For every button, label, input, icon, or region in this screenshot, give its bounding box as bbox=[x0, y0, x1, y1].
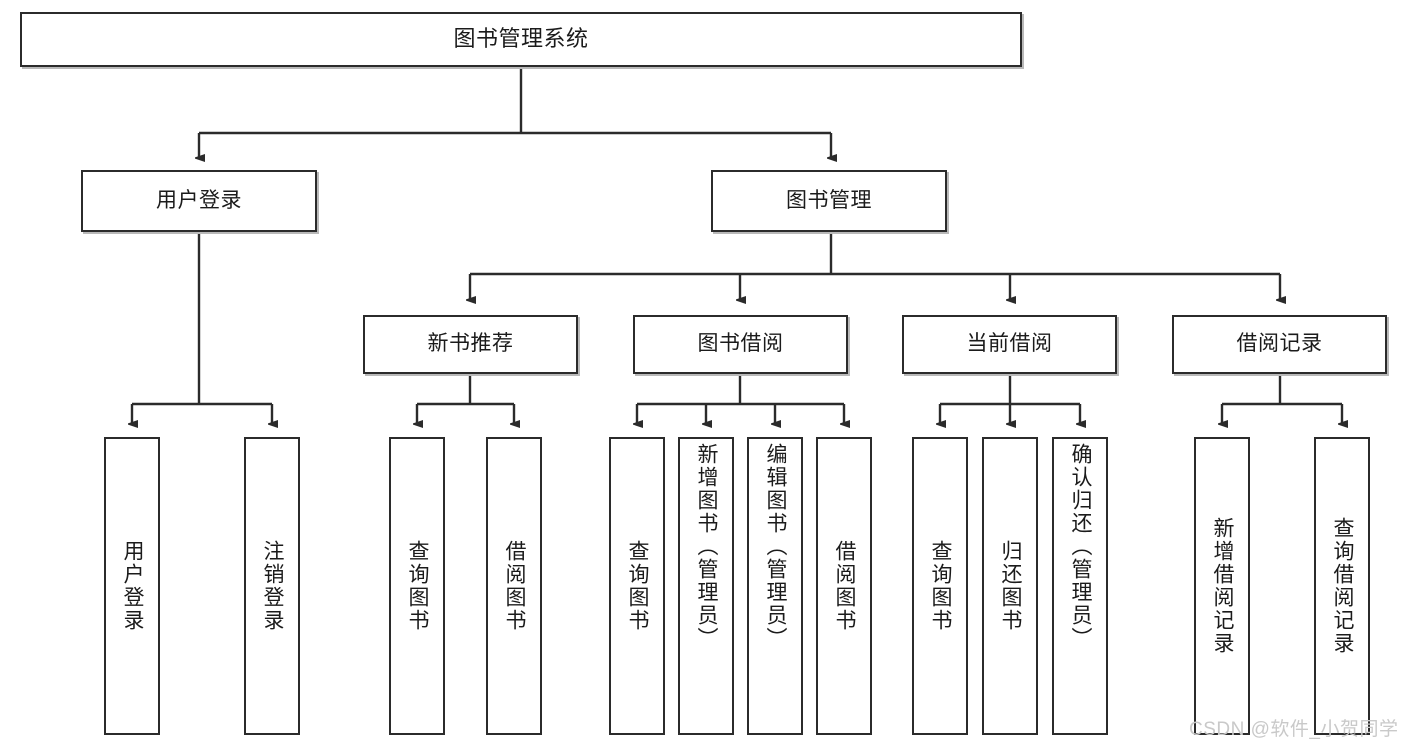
node-label: 查询图书 bbox=[626, 540, 650, 632]
node-label: 归还图书 bbox=[999, 540, 1023, 632]
leaf-borrow-record-add-record[interactable]: 新增借阅记录 bbox=[1194, 437, 1250, 735]
node-label: 用户登录 bbox=[156, 188, 242, 212]
node-label: 确认归还（管理员） bbox=[1069, 443, 1093, 650]
leaf-user-login-login[interactable]: 用户登录 bbox=[104, 437, 160, 735]
leaf-borrow-record-query-record[interactable]: 查询借阅记录 bbox=[1314, 437, 1370, 735]
node-label: 查询图书 bbox=[929, 540, 953, 632]
node-label: 注销登录 bbox=[261, 540, 285, 632]
node-label: 借阅图书 bbox=[503, 540, 527, 632]
node-label: 图书管理系统 bbox=[453, 26, 589, 52]
node-label: 用户登录 bbox=[121, 540, 145, 632]
node-label: 新增借阅记录 bbox=[1211, 517, 1235, 655]
leaf-book-borrow-query-book[interactable]: 查询图书 bbox=[609, 437, 665, 735]
node-label: 新增图书（管理员） bbox=[695, 443, 719, 650]
node-root-book-management-system[interactable]: 图书管理系统 bbox=[20, 12, 1022, 67]
node-label: 编辑图书（管理员） bbox=[764, 443, 788, 650]
leaf-user-login-logout[interactable]: 注销登录 bbox=[244, 437, 300, 735]
node-new-book-recommend[interactable]: 新书推荐 bbox=[363, 315, 578, 374]
leaf-current-borrow-return-book[interactable]: 归还图书 bbox=[982, 437, 1038, 735]
leaf-book-borrow-add-book-admin[interactable]: 新增图书（管理员） bbox=[678, 437, 734, 735]
leaf-new-book-query-book[interactable]: 查询图书 bbox=[389, 437, 445, 735]
node-book-management[interactable]: 图书管理 bbox=[711, 170, 947, 232]
node-label: 借阅记录 bbox=[1236, 332, 1323, 356]
node-label: 当前借阅 bbox=[966, 332, 1053, 356]
node-label: 图书借阅 bbox=[697, 332, 784, 356]
node-borrow-record[interactable]: 借阅记录 bbox=[1172, 315, 1387, 374]
node-label: 借阅图书 bbox=[833, 540, 857, 632]
watermark-csdn: CSDN @软件_小贺同学 bbox=[1189, 719, 1399, 740]
node-label: 查询借阅记录 bbox=[1331, 517, 1355, 655]
leaf-book-borrow-edit-book-admin[interactable]: 编辑图书（管理员） bbox=[747, 437, 803, 735]
node-user-login[interactable]: 用户登录 bbox=[81, 170, 317, 232]
leaf-current-borrow-confirm-return-admin[interactable]: 确认归还（管理员） bbox=[1052, 437, 1108, 735]
node-current-borrow[interactable]: 当前借阅 bbox=[902, 315, 1117, 374]
leaf-new-book-borrow-book[interactable]: 借阅图书 bbox=[486, 437, 542, 735]
node-book-borrow[interactable]: 图书借阅 bbox=[633, 315, 848, 374]
node-label: 图书管理 bbox=[786, 188, 872, 212]
leaf-book-borrow-borrow-book[interactable]: 借阅图书 bbox=[816, 437, 872, 735]
leaf-current-borrow-query-book[interactable]: 查询图书 bbox=[912, 437, 968, 735]
node-label: 新书推荐 bbox=[427, 332, 514, 356]
node-label: 查询图书 bbox=[406, 540, 430, 632]
